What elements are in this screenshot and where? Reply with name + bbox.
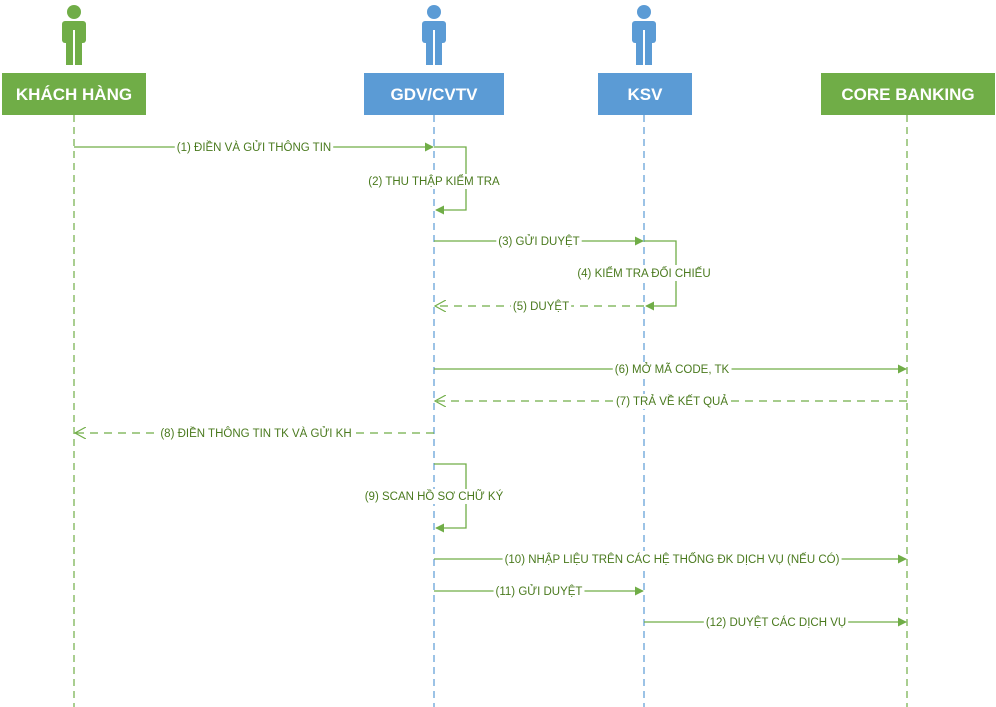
message-label: (3) GỬI DUYỆT [498,235,579,248]
message-6: (6) MỞ MÃ CODE, TK [434,362,907,377]
message-label: (6) MỞ MÃ CODE, TK [615,363,730,376]
person-icon [632,5,656,65]
actor-box-ksv [598,73,692,115]
message-label-bg [502,551,842,567]
message-label-bg [158,426,354,441]
person-icon [62,5,86,65]
message-2: (2) THU THẬP KIỂM TRA [366,146,503,215]
message-label: (7) TRẢ VỀ KẾT QUẢ [616,395,728,408]
actor-box-core [821,73,995,115]
person-icon [422,5,446,65]
message-11: (11) GỬI DUYỆT [434,584,644,599]
message-3: (3) GỬI DUYỆT [434,234,644,249]
message-label: (10) NHẬP LIỆU TRÊN CÁC HỆ THỐNG ĐK DỊCH… [505,552,840,566]
message-label-bg [613,394,731,409]
message-label-bg [703,615,849,630]
message-label: (4) KIỂM TRA ĐỐI CHIẾU [577,266,710,280]
message-label: (2) THU THẬP KIỂM TRA [368,175,500,188]
message-label-bg [366,174,503,189]
actor-box-gdv [364,73,504,115]
message-label-bg [174,140,334,155]
messages: (1) ĐIỀN VÀ GỬI THÔNG TIN (2) THU THẬP KI… [74,140,907,630]
message-label-bg [493,584,585,599]
message-label: (1) ĐIỀN VÀ GỬI THÔNG TIN [177,141,331,154]
message-9: (9) SCAN HỒ SƠ CHỮ KÝ [362,463,506,533]
actor-label-gdv: GDV/CVTV [391,85,479,104]
message-5: (5) DUYỆT [435,299,644,314]
message-label-bg [612,362,732,377]
message-7: (7) TRẢ VỀ KẾT QUẢ [435,394,907,409]
message-label-bg [575,265,713,281]
actor-box-kh [2,73,146,115]
actor-label-core: CORE BANKING [841,85,974,104]
actors: KHÁCH HÀNG GDV/CVTV KSV CORE BANKING [2,5,995,115]
message-label: (9) SCAN HỒ SƠ CHỮ KÝ [365,490,504,503]
message-label: (11) GỬI DUYỆT [496,585,583,598]
message-1: (1) ĐIỀN VÀ GỬI THÔNG TIN [74,140,434,155]
message-10: (10) NHẬP LIỆU TRÊN CÁC HỆ THỐNG ĐK DỊCH… [434,551,907,567]
message-label: (12) DUYỆT CÁC DỊCH VỤ [706,616,846,629]
lifelines [73,115,908,707]
message-label-bg [510,299,572,314]
message-12: (12) DUYỆT CÁC DỊCH VỤ [644,615,907,630]
actor-label-kh: KHÁCH HÀNG [16,85,132,104]
message-label-bg [496,234,582,249]
message-8: (8) ĐIỀN THÔNG TIN TK VÀ GỬI KH [75,426,434,441]
message-4: (4) KIỂM TRA ĐỐI CHIẾU [575,240,713,311]
message-label: (8) ĐIỀN THÔNG TIN TK VÀ GỬI KH [160,427,351,440]
message-label: (5) DUYỆT [513,300,569,313]
actor-label-ksv: KSV [628,85,664,104]
message-label-bg [362,489,506,504]
